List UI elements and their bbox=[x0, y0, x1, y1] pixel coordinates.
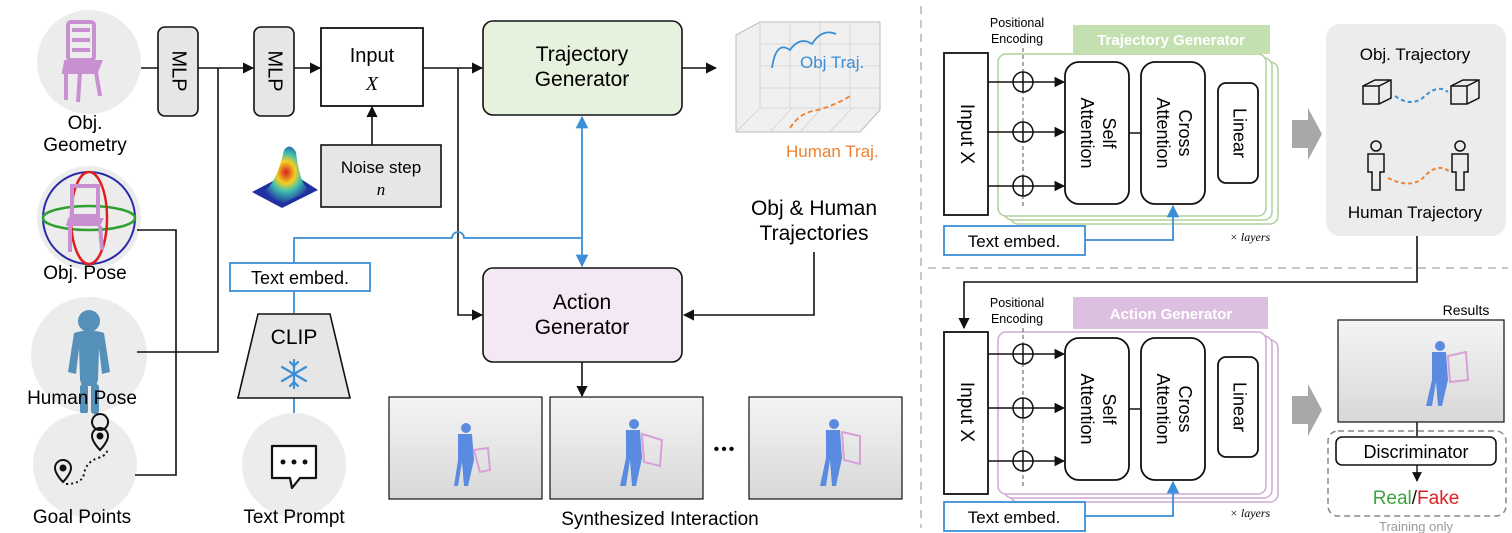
text-embed-box: Text embed. bbox=[229, 262, 371, 292]
linear-block-bottom bbox=[1217, 356, 1259, 458]
obj-traj-label: Obj Traj. bbox=[800, 53, 864, 72]
cross-attention-block-top bbox=[1140, 61, 1206, 205]
cross-attention-label-bottom: CrossAttention bbox=[1153, 373, 1195, 444]
positional-adders-bottom bbox=[1012, 343, 1034, 472]
input-x-block-top bbox=[943, 52, 989, 216]
traj-gen-title-tab bbox=[1073, 25, 1270, 54]
human-pose-input: Human Pose bbox=[27, 297, 147, 414]
linear-block-top bbox=[1217, 82, 1259, 184]
action-gen-title: Action Generator bbox=[1110, 306, 1233, 323]
gaussian-noise-icon bbox=[252, 146, 318, 208]
obj-trajectory-label: Obj. Trajectory bbox=[1360, 45, 1471, 64]
text-embed-label-bottom: Text embed. bbox=[968, 508, 1061, 527]
self-attention-label-top: SelfAttention bbox=[1077, 97, 1119, 168]
human-traj-label: Human Traj. bbox=[786, 142, 879, 161]
linear-label-top: Linear bbox=[1229, 108, 1249, 158]
chair-icon bbox=[61, 20, 103, 103]
chat-bubble-icon bbox=[270, 444, 318, 490]
fake-label: Fake bbox=[1417, 488, 1459, 509]
discriminator-block bbox=[1335, 436, 1497, 466]
goal-pin-icon bbox=[53, 413, 110, 485]
person-outline-icon bbox=[1367, 140, 1469, 191]
obj-pose-input: Obj. Pose bbox=[37, 166, 141, 284]
self-attention-label-bottom: SelfAttention bbox=[1077, 373, 1119, 444]
pose-sphere-icon bbox=[41, 170, 137, 266]
cross-attention-block-bottom bbox=[1140, 337, 1206, 481]
slash-label: / bbox=[1412, 488, 1418, 509]
cube-icon bbox=[1362, 79, 1480, 105]
obj-geometry-label: Obj.Geometry bbox=[43, 113, 127, 156]
action-gen-title-tab bbox=[1073, 297, 1268, 329]
input-x-block-bottom bbox=[943, 331, 989, 495]
input-connectors bbox=[135, 68, 219, 476]
synth-frame-3 bbox=[748, 396, 903, 500]
synth-frame-1 bbox=[388, 396, 543, 500]
trajectory-3d-plot: Obj Traj. Human Traj. bbox=[735, 21, 881, 161]
text-prompt-label: Text Prompt bbox=[243, 507, 345, 528]
clip-label: CLIP bbox=[271, 326, 318, 349]
input-label: Input bbox=[350, 45, 395, 67]
input-to-generators-arrows bbox=[423, 62, 484, 321]
input-x-label-bottom: Input X bbox=[956, 382, 977, 443]
results-frame bbox=[1337, 319, 1505, 423]
synthesized-interaction-label: Synthesized Interaction bbox=[561, 509, 759, 530]
human-pose-label: Human Pose bbox=[27, 388, 137, 409]
text-embed-label: Text embed. bbox=[251, 268, 349, 288]
mlp-box-2: MLP bbox=[253, 26, 295, 117]
mlp-box-1: MLP bbox=[157, 26, 199, 117]
linear-label-bottom: Linear bbox=[1229, 382, 1249, 432]
layers-label-bottom: × layers bbox=[1230, 506, 1271, 520]
goal-points-input: Goal Points bbox=[33, 413, 137, 528]
clip-encoder: CLIP bbox=[236, 313, 352, 399]
noise-step-box: Noise step n bbox=[320, 144, 442, 208]
mlp-label-1: MLP bbox=[168, 50, 190, 91]
chevron-right-icon-bottom bbox=[1292, 384, 1322, 436]
trajectories-to-action-arrow bbox=[682, 252, 815, 321]
input-x-label-top: Input X bbox=[956, 104, 977, 165]
cross-attention-label-top: CrossAttention bbox=[1153, 97, 1195, 168]
goal-points-label: Goal Points bbox=[33, 507, 131, 528]
positional-adders-top bbox=[1012, 71, 1034, 197]
text-embed-label-top: Text embed. bbox=[968, 232, 1061, 251]
mlp-label-2: MLP bbox=[264, 50, 286, 91]
chevron-right-icon-top bbox=[1292, 108, 1322, 160]
snowflake-icon bbox=[280, 358, 308, 390]
training-only-label: Training only bbox=[1379, 519, 1453, 533]
frames-ellipsis: ••• bbox=[714, 441, 737, 458]
layers-label-top: × layers bbox=[1230, 230, 1271, 244]
trajectory-panel: Obj. Trajectory Human Trajectory bbox=[1326, 24, 1506, 236]
noise-step-label: Noise step bbox=[341, 158, 421, 177]
real-label: Real bbox=[1373, 488, 1412, 509]
discriminator-label: Discriminator bbox=[1363, 442, 1468, 462]
obj-geometry-input: Obj.Geometry bbox=[37, 10, 141, 156]
real-fake-label: Real/Fake bbox=[1373, 488, 1460, 509]
training-only-box bbox=[1327, 430, 1507, 517]
noise-step-var: n bbox=[377, 180, 386, 199]
human-trajectory-label: Human Trajectory bbox=[1348, 203, 1483, 222]
human-body-icon bbox=[68, 310, 110, 414]
synth-frame-2 bbox=[549, 396, 704, 500]
text-prompt-input: Text Prompt bbox=[242, 413, 346, 528]
input-x-box: Input X bbox=[320, 27, 424, 107]
traj-to-action-detail-arrow bbox=[958, 236, 1418, 330]
results-label: Results bbox=[1443, 302, 1490, 318]
obj-pose-label: Obj. Pose bbox=[43, 263, 126, 284]
input-var: X bbox=[365, 73, 379, 95]
traj-gen-title: Trajectory Generator bbox=[1097, 32, 1245, 49]
